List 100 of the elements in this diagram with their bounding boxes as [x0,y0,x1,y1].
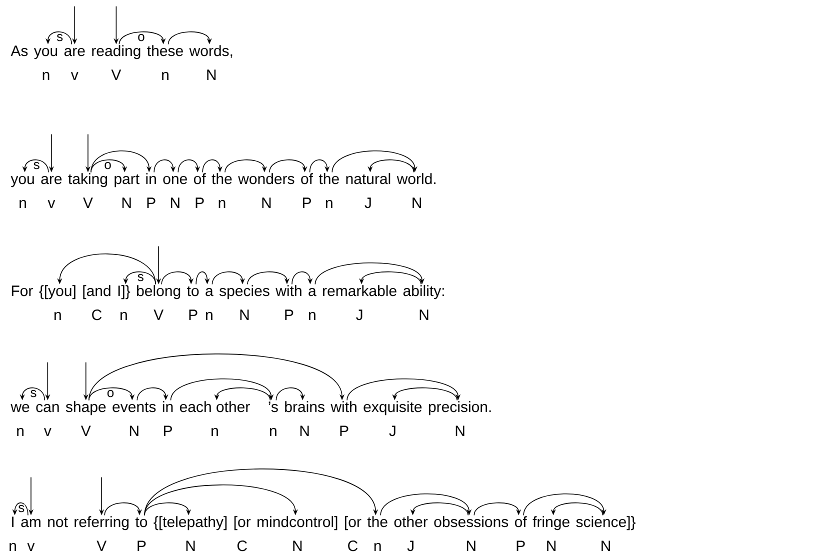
tag-letter: n [326,200,332,208]
word: other [394,516,428,528]
tag-letter: P [196,198,204,208]
arc-arrow [178,159,200,173]
word: belong [137,285,180,300]
arc-arrow [332,150,418,173]
tag-letter: N [122,198,131,208]
edge-label: s [136,274,144,282]
tag-letter: n [212,428,218,436]
tag-letter: n [374,542,381,551]
word: natural [346,173,390,184]
tag-letter: P [164,426,172,436]
tag-letter: n [218,200,226,208]
arc-arrow [309,159,330,173]
arc-arrow [474,502,522,516]
tag-letter: v [48,200,56,208]
tag-letter: N [170,198,180,208]
tag-letter: v [27,543,35,551]
word: of [301,173,314,184]
word: you [34,48,58,60]
word: one [163,176,187,184]
tag-letter: N [293,540,302,551]
tag-letter: N [300,426,309,436]
word: the [318,173,339,184]
tag-letter: N [130,426,138,436]
arc-arrow [136,387,168,401]
tag-letter: N [547,540,556,551]
word: mindcontrol] [258,516,338,530]
word: world. [396,173,436,184]
arc-arrow [224,159,267,173]
word: I]} [118,285,130,300]
word: ability: [403,285,444,300]
arc-arrow [247,271,290,285]
arc-arrow [144,484,298,516]
word: not [48,517,68,528]
edge-label: s [32,162,40,170]
tag-letter: n [162,72,168,80]
arc-arrow [88,387,135,401]
tag-letter: P [147,198,156,208]
tag-letter: P [138,540,146,551]
word: {[you] [39,285,76,300]
tag-letter: P [340,426,348,436]
arc-arrow [212,271,246,285]
word: species [220,285,270,300]
arc-arrow [196,271,210,285]
tag-letter: N [207,70,216,80]
word: For [12,286,33,296]
tag-letter: N [262,198,271,208]
word: reading [92,45,140,60]
word: a [308,288,316,296]
arc-arrow [104,502,142,516]
word: [or [234,516,251,530]
arc-arrow [90,159,128,173]
arc-arrow [168,31,212,45]
tag-letter: N [186,540,195,551]
word: precision. [428,401,491,416]
word: we [10,404,30,412]
word: [and [83,285,110,300]
word: of [194,173,206,184]
tag-letter: V [83,198,93,208]
word: these [147,45,183,56]
tag-letter: J [356,310,362,320]
word: science]} [576,516,636,530]
word: shape [66,401,106,416]
word: remarkable [323,285,396,296]
word: with [276,285,302,296]
word: fringe [532,516,570,530]
tag-letter: n [270,428,276,436]
arc-arrow [276,387,306,401]
edge-label: o [106,390,115,398]
tag-letter: C [92,310,102,320]
tag-letter: N [240,310,249,320]
arc-arrow [144,468,378,516]
arc-arrow [170,378,274,401]
word: to [187,286,199,296]
tag-letter: V [96,540,107,551]
tag-letter: n [206,312,212,320]
tag-letter: v [70,72,78,80]
tag-letter: N [602,540,610,551]
tag-letter: J [389,426,396,436]
tag-letter: V [80,426,91,436]
word: part [114,174,140,188]
word: am [21,518,40,528]
arc-arrow [346,378,461,401]
word: I [12,516,14,527]
tag-letter: P [285,310,294,320]
word: referring [74,516,129,530]
tag-letter: N [456,426,464,436]
word: are [41,176,62,184]
arc-arrow [292,271,313,285]
edge-label: o [137,34,146,42]
tag-letter: C [237,540,247,552]
word: wonders [238,173,294,184]
arc-arrow [314,262,425,285]
word: can [36,404,59,412]
tag-letter: v [44,428,52,436]
tag-letter: V [154,310,164,320]
arc-arrow [380,494,472,516]
edge-label: s [30,390,38,398]
tag-letter: n [120,312,127,320]
